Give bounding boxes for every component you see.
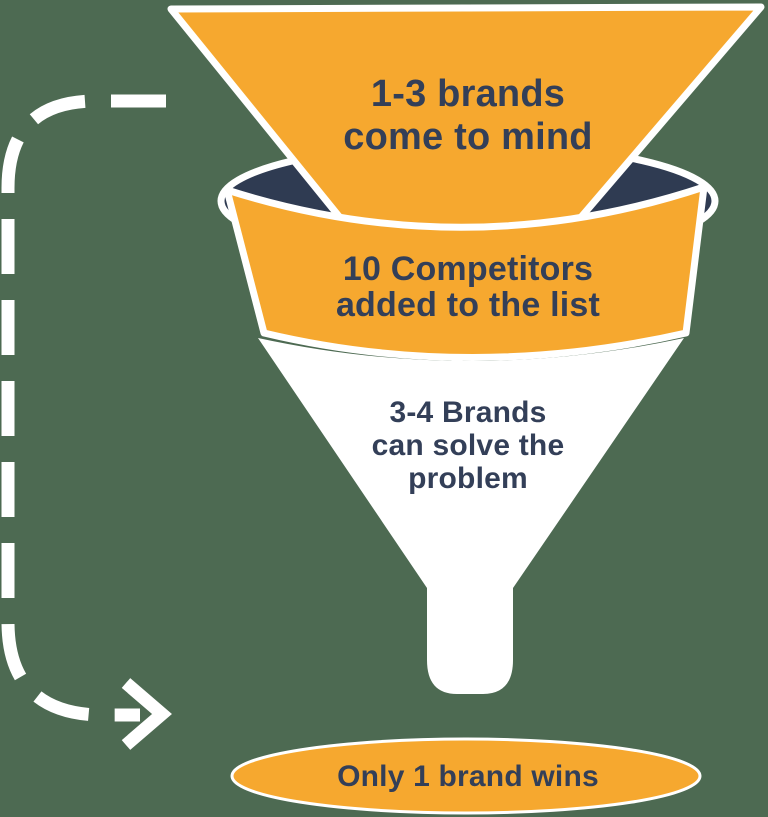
funnel-stage2-label: 10 Competitors added to the list xyxy=(335,250,601,324)
funnel-result-label: Only 1 brand wins xyxy=(337,760,599,793)
result-ellipse xyxy=(230,737,702,815)
loopback-arrow xyxy=(1,94,172,750)
funnel-stage3-label: 3-4 Brands can solve the problem xyxy=(371,396,565,495)
loopback-arrow-path xyxy=(1,94,166,722)
funnel-band-shape xyxy=(223,183,708,361)
funnel-cone-shape xyxy=(258,338,684,694)
funnel-mouth-shape xyxy=(167,3,765,366)
funnel-stage1-label: 1-3 brands come to mind xyxy=(343,73,593,158)
arrow-right-icon xyxy=(121,678,172,750)
